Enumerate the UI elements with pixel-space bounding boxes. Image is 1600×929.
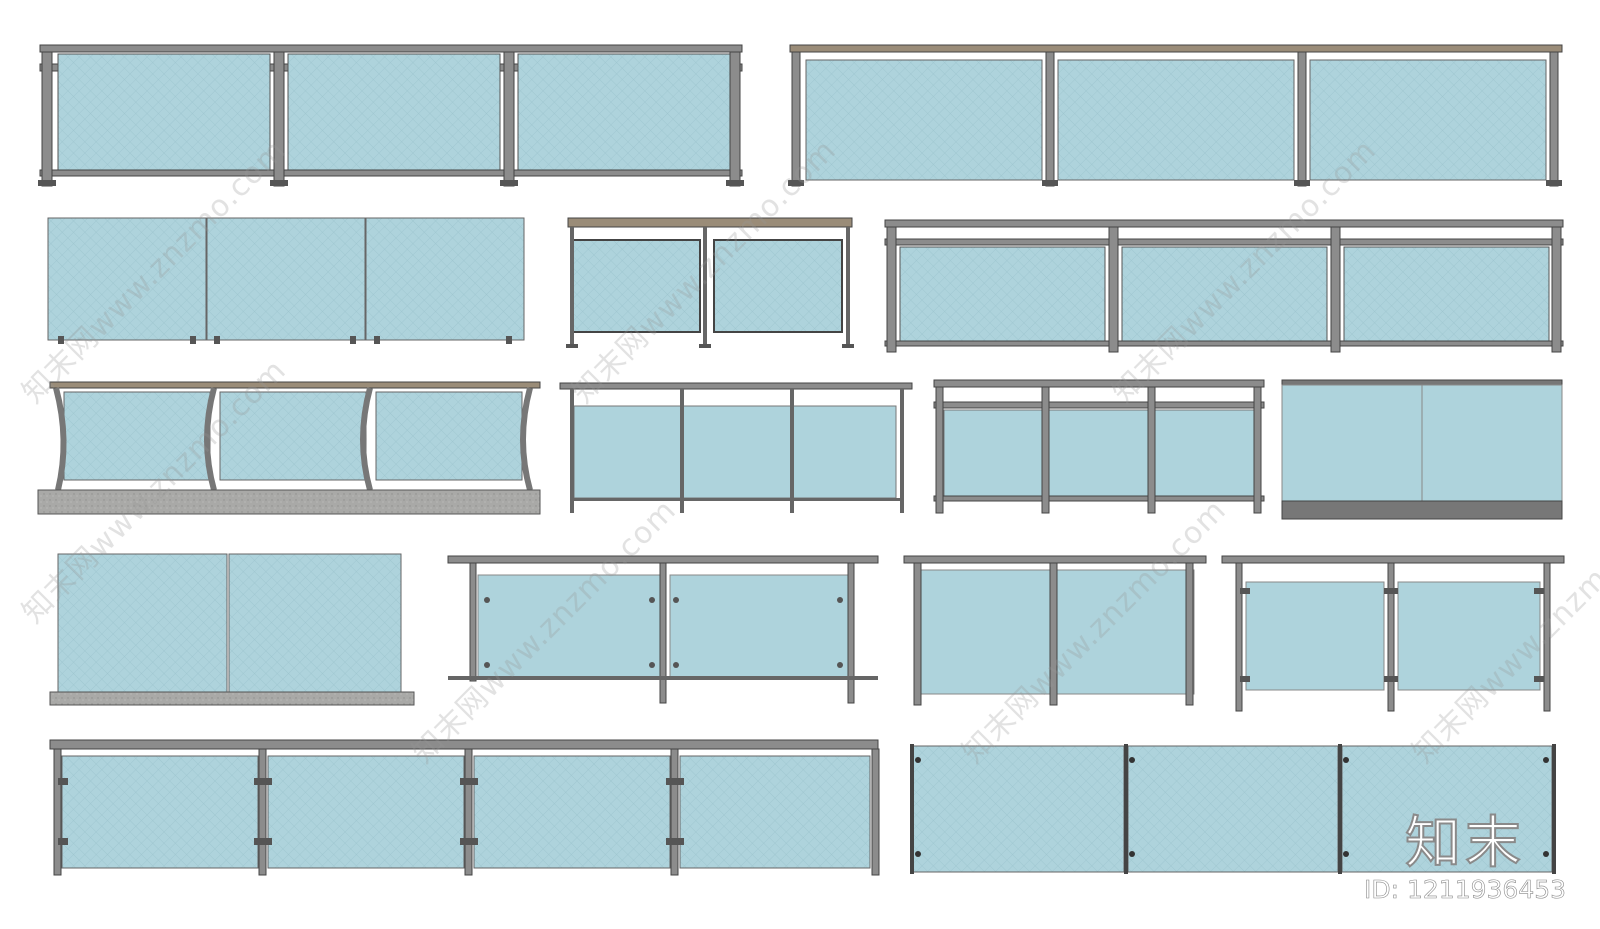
brand-logo: 知末: [1404, 810, 1525, 877]
railing-3: [47, 217, 525, 344]
railing-13: [1221, 555, 1565, 712]
railing-6: [37, 381, 541, 515]
image-id-label: ID: 1211936453: [1364, 875, 1567, 905]
railing-10: [49, 553, 415, 706]
railing-8: [933, 379, 1265, 514]
railing-12: [903, 555, 1207, 706]
railing-1: [38, 44, 744, 187]
railing-5: [884, 219, 1564, 353]
railing-2: [788, 44, 1563, 187]
railing-9: [1281, 379, 1563, 520]
railing-4: [566, 217, 854, 348]
railing-11: [447, 555, 879, 704]
railing-15: [910, 744, 1556, 874]
railing-7: [559, 382, 913, 513]
railing-14: [49, 739, 880, 876]
